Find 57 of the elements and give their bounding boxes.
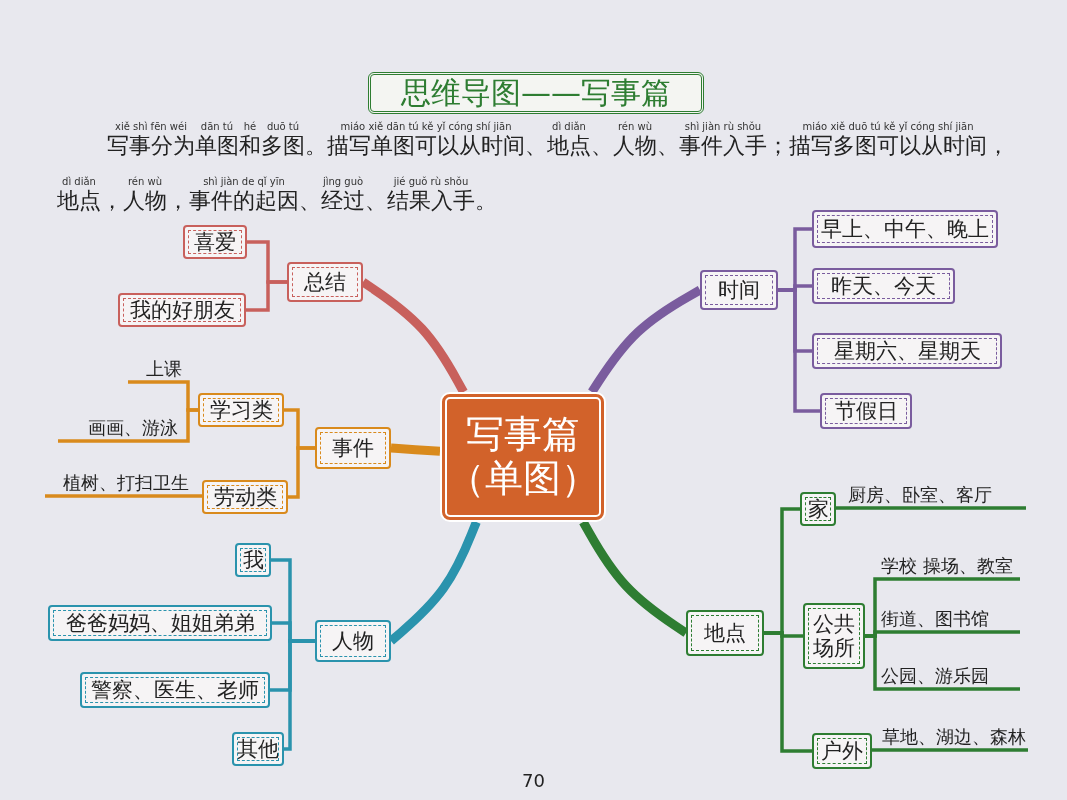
topic-box: 公共场所	[803, 603, 865, 669]
topic-box: 人物	[315, 620, 391, 662]
topic-box: 劳动类	[202, 480, 288, 514]
branch-line	[834, 506, 1026, 510]
pinyin-text: rén wù	[127, 176, 163, 187]
branch-line	[288, 446, 315, 499]
pinyin-text: shì jiàn rù shǒu	[684, 121, 762, 132]
pinyin-text: rén wù	[617, 121, 653, 132]
branch-text: 草地、湖边、森林	[876, 723, 1028, 751]
title-banner: 思维导图——写事篇	[368, 72, 704, 114]
topic-box: 喜爱	[183, 225, 247, 259]
pinyin-text: miáo xiě duō tú kě yǐ cóng shí jiān	[802, 121, 974, 132]
branch-text: 街道、图书馆	[875, 605, 1020, 633]
branch-text: 学校 操场、教室	[875, 552, 1020, 580]
branch-line	[58, 408, 198, 443]
topic-box: 事件	[315, 427, 391, 469]
topic-box: 总结	[287, 262, 363, 302]
branch-line	[870, 748, 1028, 752]
pinyin-text: miáo xiě dān tú kě yǐ cóng shí jiān	[340, 121, 512, 132]
intro-text: 地点，人物，事件的起因、经过、结果入手。	[57, 190, 497, 212]
page-number: 70	[522, 770, 545, 791]
branch-line	[390, 443, 441, 456]
branch-line	[764, 631, 812, 753]
branch-text: 上课	[128, 355, 188, 383]
topic-box: 我的好朋友	[118, 293, 246, 327]
topic-box: 家	[800, 492, 836, 526]
pinyin-text: xiě shì fēn wéi	[115, 121, 187, 132]
pinyin-text: duō tú	[266, 121, 300, 132]
pinyin-text: dì diǎn	[62, 176, 96, 187]
branch-text: 厨房、卧室、客厅	[842, 481, 1026, 509]
pinyin-text: dān tú	[200, 121, 234, 132]
topic-box: 其他	[232, 732, 284, 766]
topic-box: 早上、中午、晚上	[812, 210, 998, 248]
topic-box: 户外	[812, 733, 872, 769]
topic-box: 节假日	[820, 393, 912, 429]
branch-text: 公园、游乐园	[875, 662, 1020, 690]
pinyin-text: jìng guò	[322, 176, 364, 187]
branch-line	[45, 494, 204, 498]
branch-line	[865, 634, 1020, 691]
topic-box: 学习类	[198, 393, 284, 427]
topic-box: 爸爸妈妈、姐姐弟弟	[48, 605, 272, 641]
pinyin-text: shì jiàn de qǐ yīn	[203, 176, 285, 187]
topic-box: 我	[235, 543, 271, 577]
topic-box: 星期六、星期天	[812, 333, 1002, 369]
topic-box: 警察、医生、老师	[80, 672, 270, 708]
pinyin-text: dì diǎn	[552, 121, 586, 132]
topic-box: 时间	[700, 270, 778, 310]
central-topic-box: 写事篇（单图）	[440, 392, 606, 522]
branch-text: 画画、游泳	[58, 414, 184, 442]
pinyin-text: hé	[243, 121, 257, 132]
topic-box: 地点	[686, 610, 764, 656]
intro-text: 写事分为单图和多图。描写单图可以从时间、地点、人物、事件入手；描写多图可以从时间，	[107, 135, 1009, 157]
topic-box: 昨天、今天	[812, 268, 955, 304]
branch-line	[246, 280, 287, 312]
pinyin-text: jié guǒ rù shǒu	[393, 176, 469, 187]
branch-line	[284, 639, 315, 751]
branch-text: 植树、打扫卫生	[45, 469, 195, 497]
